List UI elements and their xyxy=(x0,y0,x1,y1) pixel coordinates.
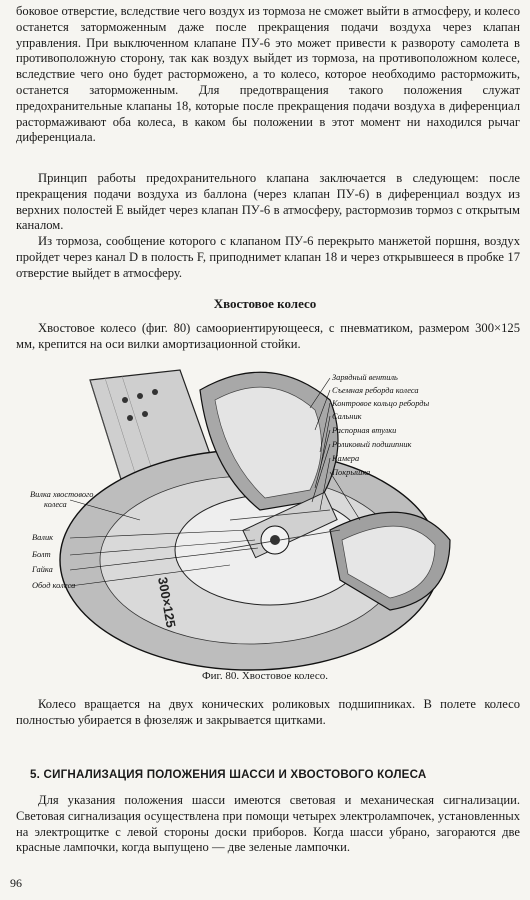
paragraph-4-text: Хвостовое колесо (фиг. 80) самоориентиру… xyxy=(16,321,520,351)
leader-lines-left xyxy=(69,499,259,587)
label-spacer-sleeve: Распорная втулки xyxy=(331,426,396,435)
label-removable-flange: Съемная реборда колеса xyxy=(332,386,419,395)
figure-caption: Фиг. 80. Хвостовое колесо. xyxy=(201,670,329,682)
label-seal: Сальник xyxy=(332,412,362,421)
label-fork-line2: колеса xyxy=(44,500,67,509)
tail-wheel-figure: 300×125 Зарядный вентиль Съемная реборда… xyxy=(30,369,451,671)
paragraph-6: Для указания положения шасси имеются све… xyxy=(16,793,520,856)
label-nut: Гайка xyxy=(31,565,53,574)
labels-right: Зарядный вентиль Съемная реборда колеса … xyxy=(331,373,430,477)
paragraph-1: боковое отверстие, вследствие чего возду… xyxy=(16,4,520,145)
label-tire: Покрышка xyxy=(331,468,370,477)
heading-tail-wheel: Хвостовое колесо xyxy=(213,296,317,311)
label-axle: Валик xyxy=(32,533,53,542)
label-fork-line1: Вилка хвостового xyxy=(30,490,94,499)
paragraph-3-text: Из тормоза, сообщение которого с клапано… xyxy=(16,234,520,280)
label-roller-bearing: Роликовый подшипник xyxy=(331,440,412,449)
label-charging-valve: Зарядный вентиль xyxy=(332,373,398,382)
label-lock-ring: Контровое кольцо реборды xyxy=(331,399,430,408)
paragraph-4: Хвостовое колесо (фиг. 80) самоориентиру… xyxy=(16,321,520,353)
paragraph-5-text: Колесо вращается на двух конических роли… xyxy=(16,697,520,727)
label-bolt: Болт xyxy=(31,550,51,559)
heading-section-5: 5. СИГНАЛИЗАЦИЯ ПОЛОЖЕНИЯ ШАССИ И ХВОСТО… xyxy=(30,768,427,781)
paragraph-6-text: Для указания положения шасси имеются све… xyxy=(16,793,520,855)
paragraph-2-text: Принцип работы предохранительного клапан… xyxy=(16,171,520,233)
paragraph-2: Принцип работы предохранительного клапан… xyxy=(16,171,520,234)
paragraph-3: Из тормоза, сообщение которого с клапано… xyxy=(16,234,520,281)
labels-left: Вилка хвостового колеса Валик Болт Гайка… xyxy=(30,490,94,590)
label-inner-tube: Камера xyxy=(331,454,359,463)
paragraph-5: Колесо вращается на двух конических роли… xyxy=(16,697,520,729)
tire-illustration: 300×125 xyxy=(59,371,451,671)
leader-lines-right xyxy=(309,377,361,521)
label-rim: Обод колеса xyxy=(32,581,75,590)
page-number: 96 xyxy=(10,876,22,890)
